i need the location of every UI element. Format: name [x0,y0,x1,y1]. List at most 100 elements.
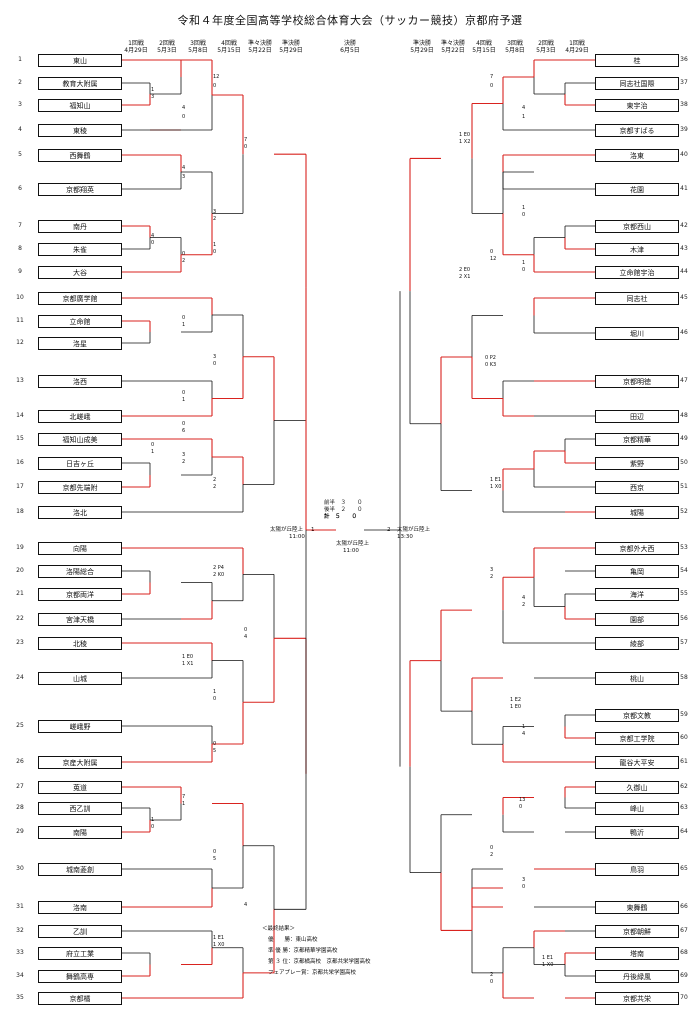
team-name: 京都橘 [38,991,122,1005]
score-label: 0 [519,804,523,810]
score-label: 2 X1 [459,274,471,280]
team-name: 福知山 [38,98,122,112]
round-header: 2回戦 5月3日 [157,40,177,54]
score-label: 0 [151,824,155,830]
score-label: 1 X1 [182,661,194,667]
team-name: 京都文教 [595,708,679,722]
score-label: 0 [244,627,248,633]
score-label: 1 X0 [490,484,502,490]
team-number: 69 [680,972,688,979]
team-name: 亀岡 [595,564,679,578]
round-header: 準決勝 5月29日 [410,40,434,54]
team-name: 京都翔英 [38,182,122,196]
score-label: 1 E0 [459,132,471,138]
score-label: 0 [213,849,217,855]
score-label: 0 [522,212,526,218]
team-name: 日吉ヶ丘 [38,456,122,470]
score-label: 0 [213,361,217,367]
team-name: 教育大附属 [38,76,122,90]
team-name: 東稜 [38,123,122,137]
team-number: 68 [680,949,688,956]
round-header: 3回戦 5月8日 [188,40,208,54]
team-number: 50 [680,459,688,466]
round-header: 準々決勝 5月22日 [247,40,272,54]
team-name: 丹後緑風 [595,969,679,983]
score-label: 0 [182,421,186,427]
team-name: 乙訓 [38,924,122,938]
score-label: 1 [151,449,155,455]
team-number: 23 [16,639,24,646]
team-name: 鳥羽 [595,862,679,876]
score-label: 0 [151,442,155,448]
score-label: 2 [182,258,186,264]
score-label: 0 [151,240,155,246]
score-label: 4 [522,731,526,737]
team-number: 32 [16,927,24,934]
team-number: 39 [680,126,688,133]
score-label: 1 E1 [490,477,502,483]
team-name: 龍谷大平安 [595,755,679,769]
score-label: 5 [213,856,217,862]
round-header: 準決勝 5月29日 [279,40,303,54]
team-name: 京都先端附 [38,480,122,494]
score-label: 4 [182,165,186,171]
team-number: 27 [16,783,24,790]
team-number: 49 [680,435,688,442]
team-number: 44 [680,268,688,275]
team-number: 67 [680,927,688,934]
team-name: 東宇治 [595,98,679,112]
score-label: 0 [182,390,186,396]
team-name: 山城 [38,671,122,685]
team-number: 10 [16,294,24,301]
score-label: 1 E2 [510,697,522,703]
team-number: 47 [680,377,688,384]
score-label: 1 [182,397,186,403]
round-header: 3回戦 5月8日 [505,40,525,54]
team-name: 京都共栄 [595,991,679,1005]
round-header: 4回戦 5月15日 [217,40,241,54]
score-label: 4 [151,233,155,239]
team-number: 66 [680,903,688,910]
score-label: 0 [490,979,494,985]
score-label: 7 [244,137,248,143]
page-title: 令和４年度全国高等学校総合体育大会（サッカー競技）京都府予選 [177,14,523,27]
score-label: 2 [213,216,217,222]
score-label: 3 [213,209,217,215]
team-name: 京都両洋 [38,587,122,601]
score-label: 12 [213,74,220,80]
score-label: 1 [151,87,155,93]
team-name: 京都廣学館 [38,291,122,305]
team-number: 14 [16,412,24,419]
score-label: 0 [182,114,186,120]
final-result-line: フェアプレー賞：京都共栄学園高校 [268,970,357,976]
team-name: 西京 [595,480,679,494]
score-label: 0 [490,83,494,89]
final-center-time: 11:00 [343,548,359,554]
score-label: 5 [213,748,217,754]
team-name: 莵道 [38,780,122,794]
team-name: 北嵯峨 [38,409,122,423]
team-number: 45 [680,294,688,301]
team-number: 65 [680,865,688,872]
team-number: 48 [680,412,688,419]
team-name: 綾部 [595,636,679,650]
team-number: 20 [16,567,24,574]
team-number: 13 [16,377,24,384]
team-name: 洛陽総合 [38,564,122,578]
team-number: 56 [680,615,688,622]
team-number: 9 [18,268,22,275]
team-number: 17 [16,483,24,490]
team-name: 大谷 [38,265,122,279]
score-label: 0 [213,696,217,702]
team-number: 28 [16,804,24,811]
team-number: 19 [16,544,24,551]
team-number: 54 [680,567,688,574]
team-name: 桂 [595,53,679,67]
team-number: 4 [18,126,22,133]
final-score-right: 2 [387,527,391,533]
team-number: 31 [16,903,24,910]
score-label: 0 [213,249,217,255]
team-name: 洛西 [38,374,122,388]
final-left-time: 11:00 [289,534,305,540]
team-name: 鴨沂 [595,825,679,839]
